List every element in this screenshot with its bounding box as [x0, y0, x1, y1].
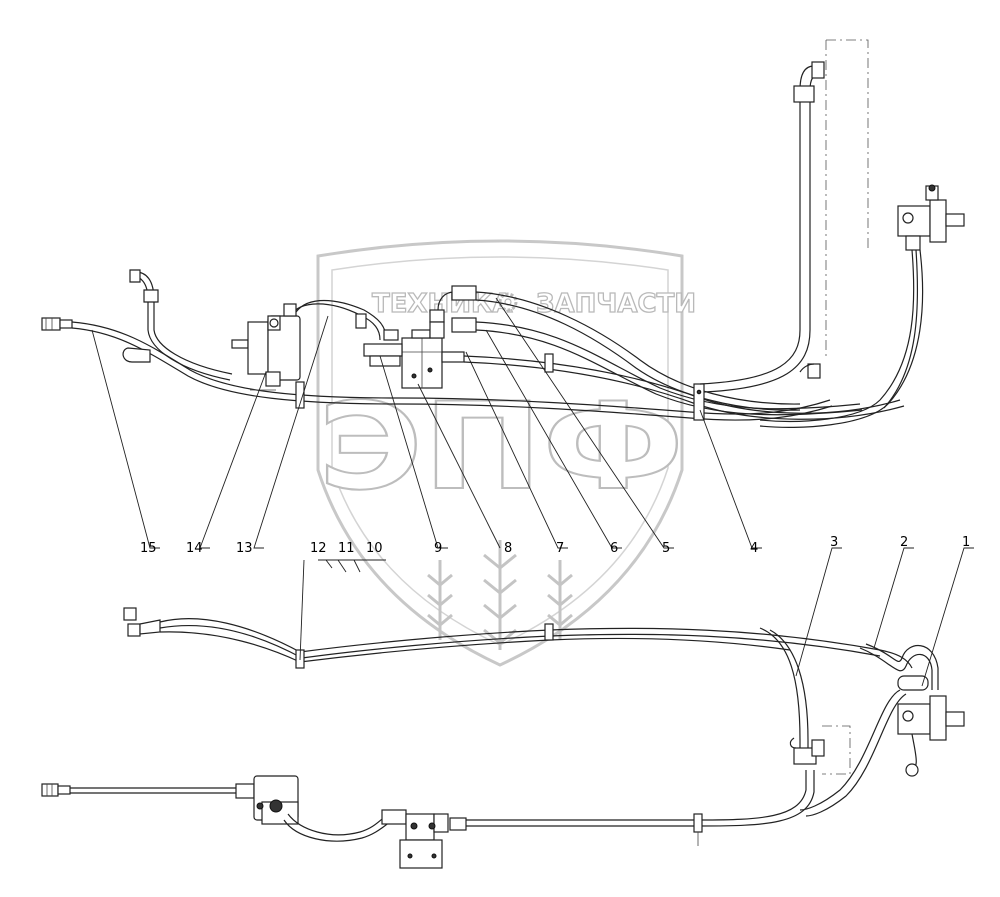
- hose-12: [159, 631, 791, 663]
- wheat-ear-icon: [427, 540, 573, 650]
- clamp-lower-mid: [544, 623, 554, 641]
- lower-assembly: [41, 607, 965, 869]
- lower-left-fitting: [41, 783, 71, 797]
- hose-lower-pump: [287, 813, 387, 836]
- callout-14: 14: [186, 541, 203, 556]
- clamp-4: [693, 383, 705, 421]
- shield-inner: [331, 256, 669, 646]
- valve-upper-fittings: [383, 285, 477, 341]
- clamp-upper-left: [295, 381, 305, 409]
- cylinder-lower-right: [897, 675, 965, 777]
- valve-block-upper: [363, 329, 465, 389]
- hose-11: [159, 624, 881, 659]
- hose-1: [799, 689, 901, 811]
- hose-3: [759, 627, 801, 752]
- callout-9: 9: [434, 541, 442, 556]
- cylinder-upper-right: [897, 184, 965, 251]
- watermark-logo: ЭПФ: [318, 378, 684, 517]
- callout-10: 10: [366, 541, 383, 556]
- callout-7: 7: [556, 541, 564, 556]
- clamp-mid: [544, 353, 554, 373]
- callout-4: 4: [750, 541, 758, 556]
- pipe-top-right: [699, 65, 820, 385]
- valve-block-lower: [381, 809, 467, 869]
- callout-5: 5: [662, 541, 670, 556]
- left-end-fitting: [41, 317, 73, 331]
- hose-2: [859, 647, 933, 690]
- watermark-text-right: ЗАПЧАСТИ: [536, 289, 696, 319]
- callout-2: 2: [900, 535, 908, 550]
- callout-1: 1: [962, 535, 970, 550]
- callout-12: 12: [310, 541, 327, 556]
- pump-unit-lower: [235, 775, 299, 825]
- watermark: ТЕХНИКА ЗАПЧАСТИ ЭПФ: [316, 239, 697, 667]
- hose-lower-main: [466, 770, 807, 821]
- callout-15: 15: [140, 541, 157, 556]
- callout-leaders: [91, 297, 974, 687]
- lower-group-hoses: [123, 607, 913, 669]
- clamp-lower-bottom: [693, 813, 703, 833]
- upper-assembly: [41, 39, 965, 428]
- callout-3: 3: [830, 535, 838, 550]
- hose-5: [475, 291, 801, 405]
- callout-labels: 15 14 13 12 11 10 9 8 7 6 5 4 3 2 1: [140, 535, 970, 556]
- hose-right-cylinder: [759, 249, 915, 422]
- callout-11: 11: [338, 541, 355, 556]
- callout-8: 8: [504, 541, 512, 556]
- frame-reference-line: [825, 39, 869, 360]
- shield-icon: [316, 239, 684, 667]
- callout-13: 13: [236, 541, 253, 556]
- elbow-fitting-left: [122, 347, 151, 363]
- watermark-text-left: ТЕХНИКА: [372, 289, 512, 319]
- hose-6: [475, 321, 861, 410]
- frame-reference-lower: [822, 725, 851, 775]
- callout-6: 6: [610, 541, 618, 556]
- pump-unit-upper: [231, 315, 301, 391]
